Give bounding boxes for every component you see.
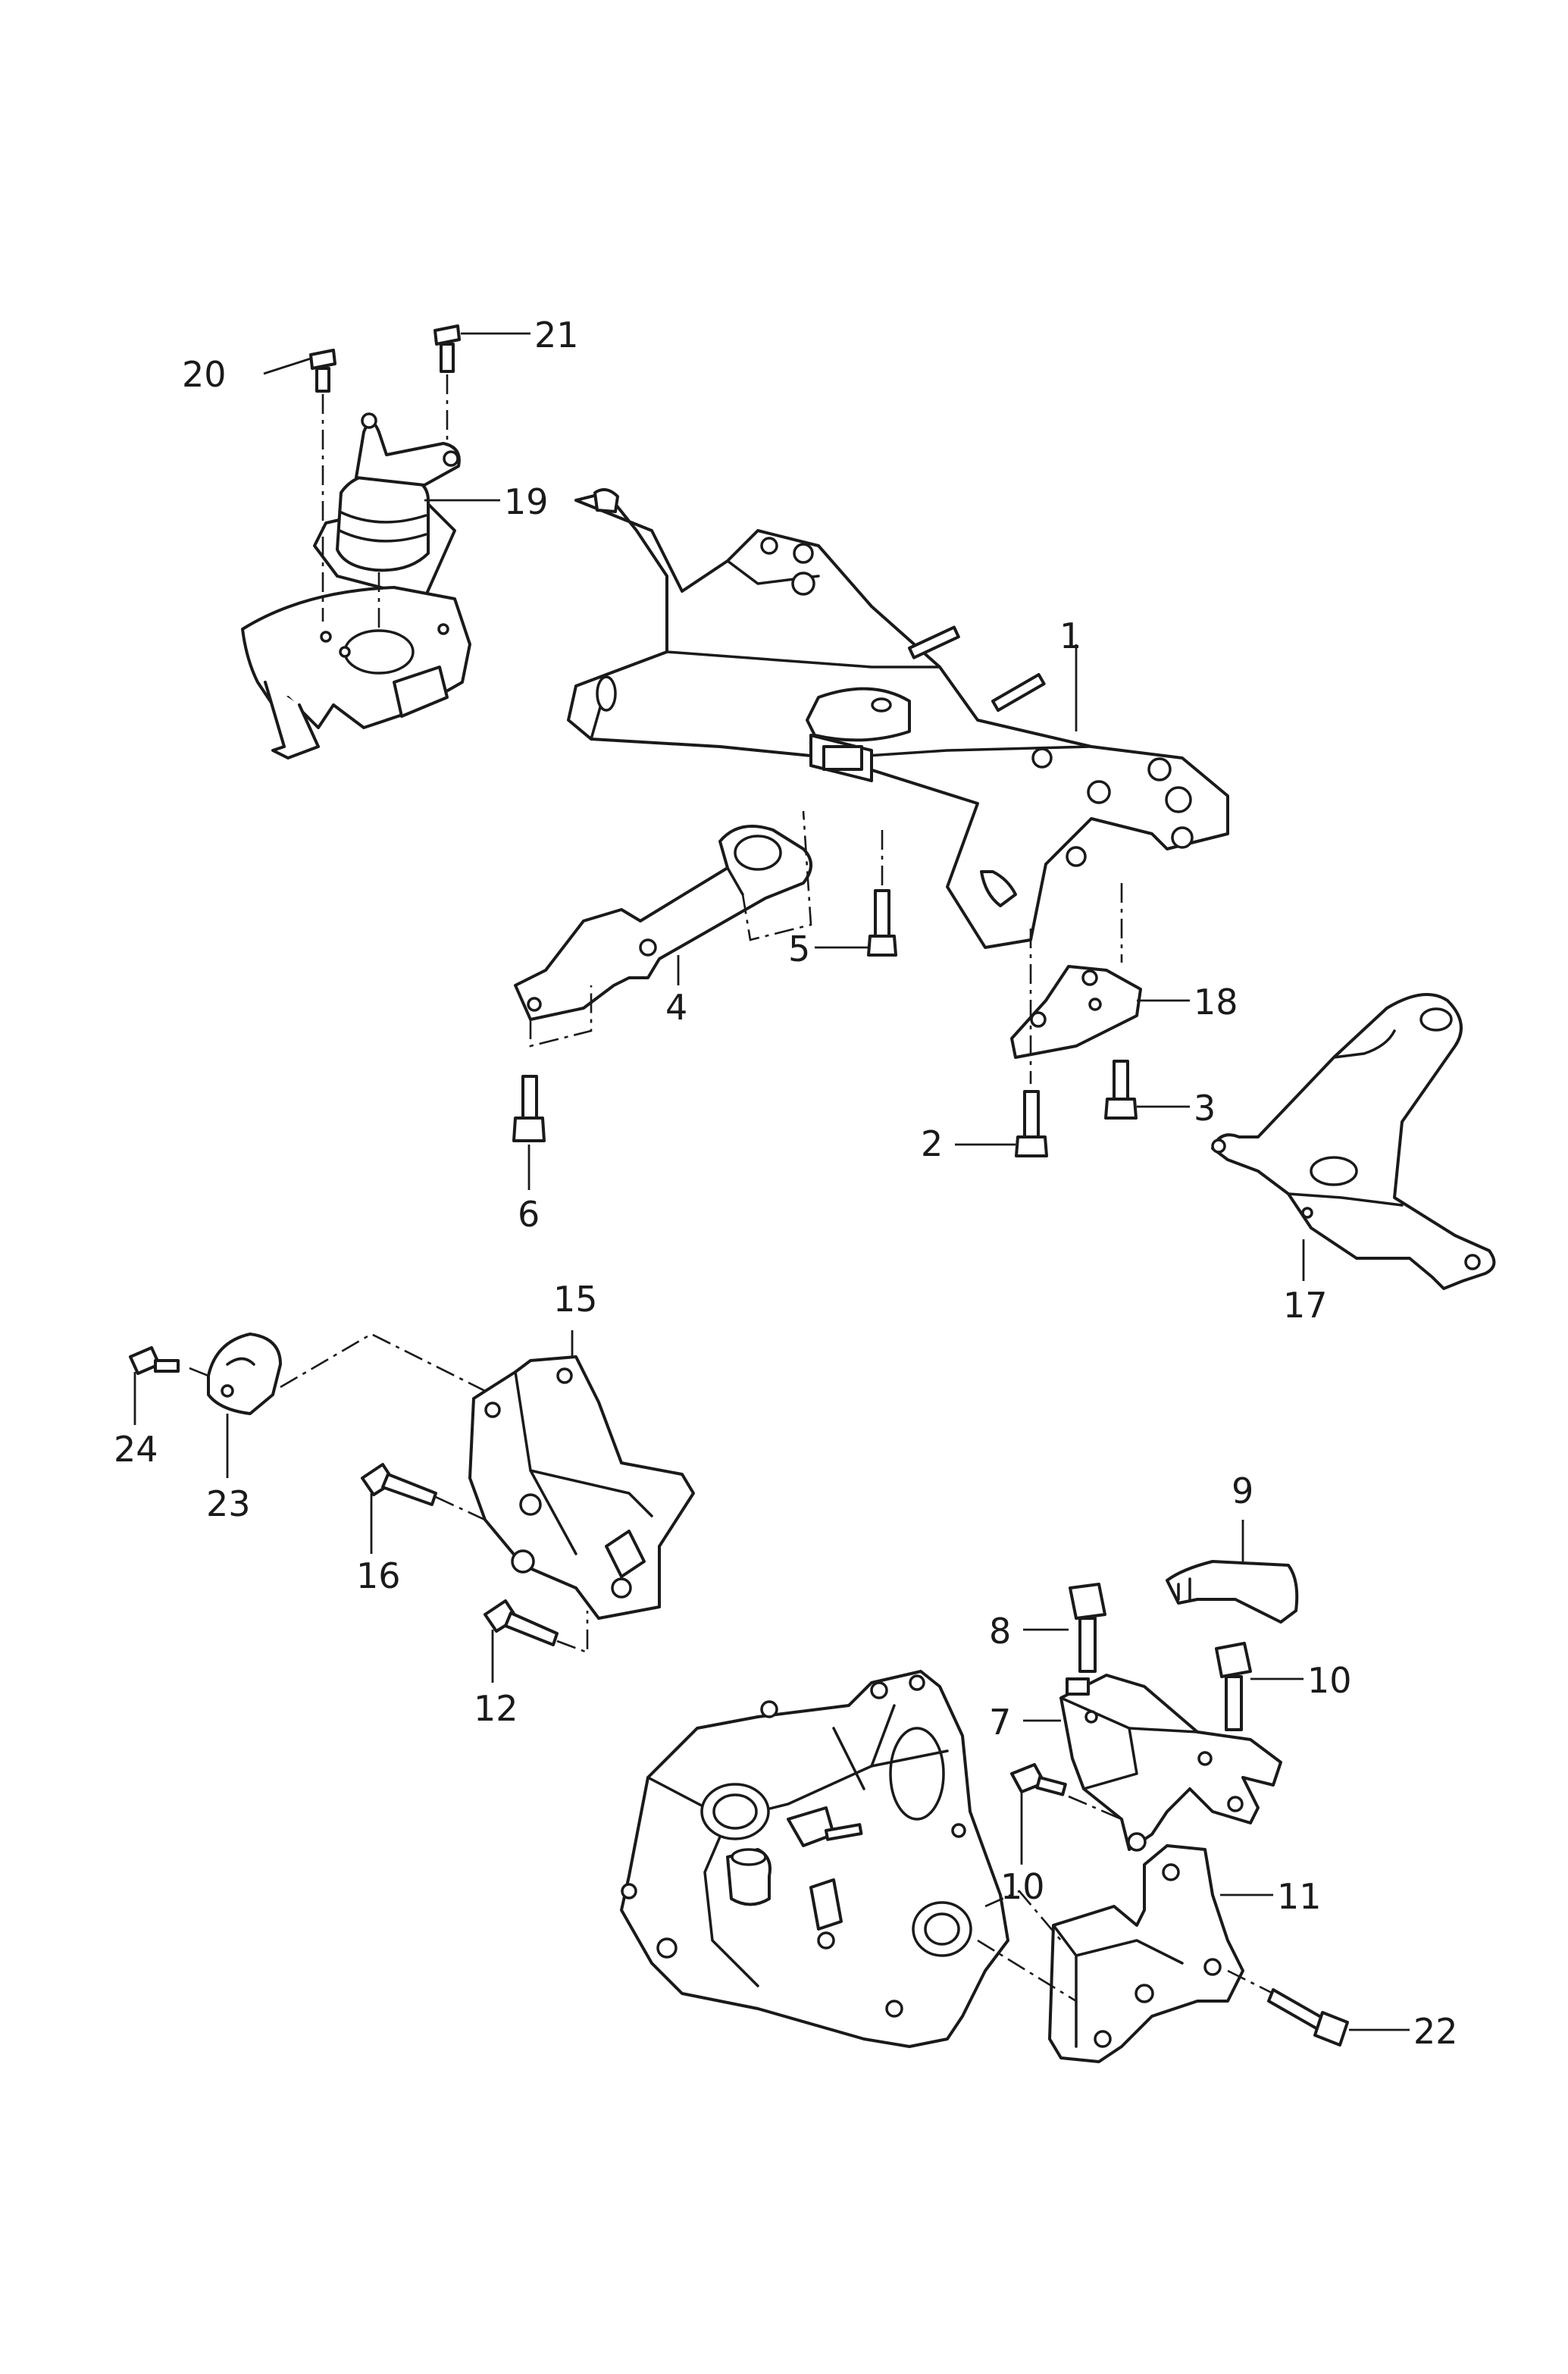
- callout-10-upper: 10: [1307, 1660, 1352, 1701]
- callout-4: 4: [665, 987, 687, 1028]
- gearbox[interactable]: [620, 1670, 1009, 2048]
- bracket-15[interactable]: [468, 1355, 695, 1620]
- bolt-24[interactable]: [129, 1346, 180, 1375]
- callout-24: 24: [114, 1429, 158, 1470]
- callout-3: 3: [1194, 1088, 1216, 1129]
- callout-10-lower: 10: [1000, 1866, 1045, 1907]
- callout-20: 20: [182, 354, 227, 395]
- callout-2: 2: [921, 1123, 943, 1164]
- control-arm-17[interactable]: [1211, 993, 1496, 1290]
- bolt-16[interactable]: [361, 1463, 437, 1506]
- callout-5: 5: [788, 929, 810, 969]
- bracket-11[interactable]: [1048, 1844, 1244, 2063]
- grease-tube-9[interactable]: [1166, 1560, 1299, 1624]
- bolt-10-upper[interactable]: [1215, 1642, 1252, 1731]
- bolt-3[interactable]: [1104, 1060, 1138, 1120]
- callout-23: 23: [206, 1483, 251, 1524]
- callout-6: 6: [518, 1194, 540, 1235]
- bolt-12[interactable]: [484, 1599, 559, 1646]
- callout-8: 8: [989, 1611, 1011, 1652]
- callout-11: 11: [1277, 1876, 1322, 1917]
- callout-1: 1: [1059, 615, 1081, 656]
- gearbox-mount-7[interactable]: [1059, 1674, 1282, 1852]
- callout-12: 12: [474, 1688, 518, 1729]
- bolt-5[interactable]: [867, 889, 897, 957]
- callout-17: 17: [1283, 1285, 1328, 1326]
- callout-19: 19: [504, 481, 549, 522]
- mount-bracket[interactable]: [241, 586, 471, 759]
- engine-mount-19[interactable]: [313, 412, 461, 600]
- callout-7: 7: [989, 1702, 1011, 1743]
- torque-arm-4[interactable]: [514, 825, 812, 1021]
- callout-22: 22: [1413, 2011, 1458, 2052]
- subframe-1[interactable]: [567, 488, 1229, 949]
- bolt-2[interactable]: [1015, 1090, 1048, 1157]
- bolt-20[interactable]: [309, 349, 336, 393]
- bolt-22[interactable]: [1267, 1988, 1349, 2047]
- bracket-18[interactable]: [1010, 965, 1142, 1059]
- callout-16: 16: [356, 1555, 401, 1596]
- bolt-10-lower[interactable]: [1010, 1763, 1067, 1796]
- clamp-23[interactable]: [207, 1333, 282, 1415]
- callout-18: 18: [1194, 982, 1238, 1023]
- bolt-8[interactable]: [1069, 1583, 1106, 1673]
- callout-9: 9: [1232, 1470, 1253, 1511]
- bolt-21[interactable]: [433, 324, 461, 373]
- callout-15: 15: [553, 1279, 598, 1320]
- callout-21: 21: [534, 315, 579, 355]
- bolt-6[interactable]: [512, 1075, 546, 1142]
